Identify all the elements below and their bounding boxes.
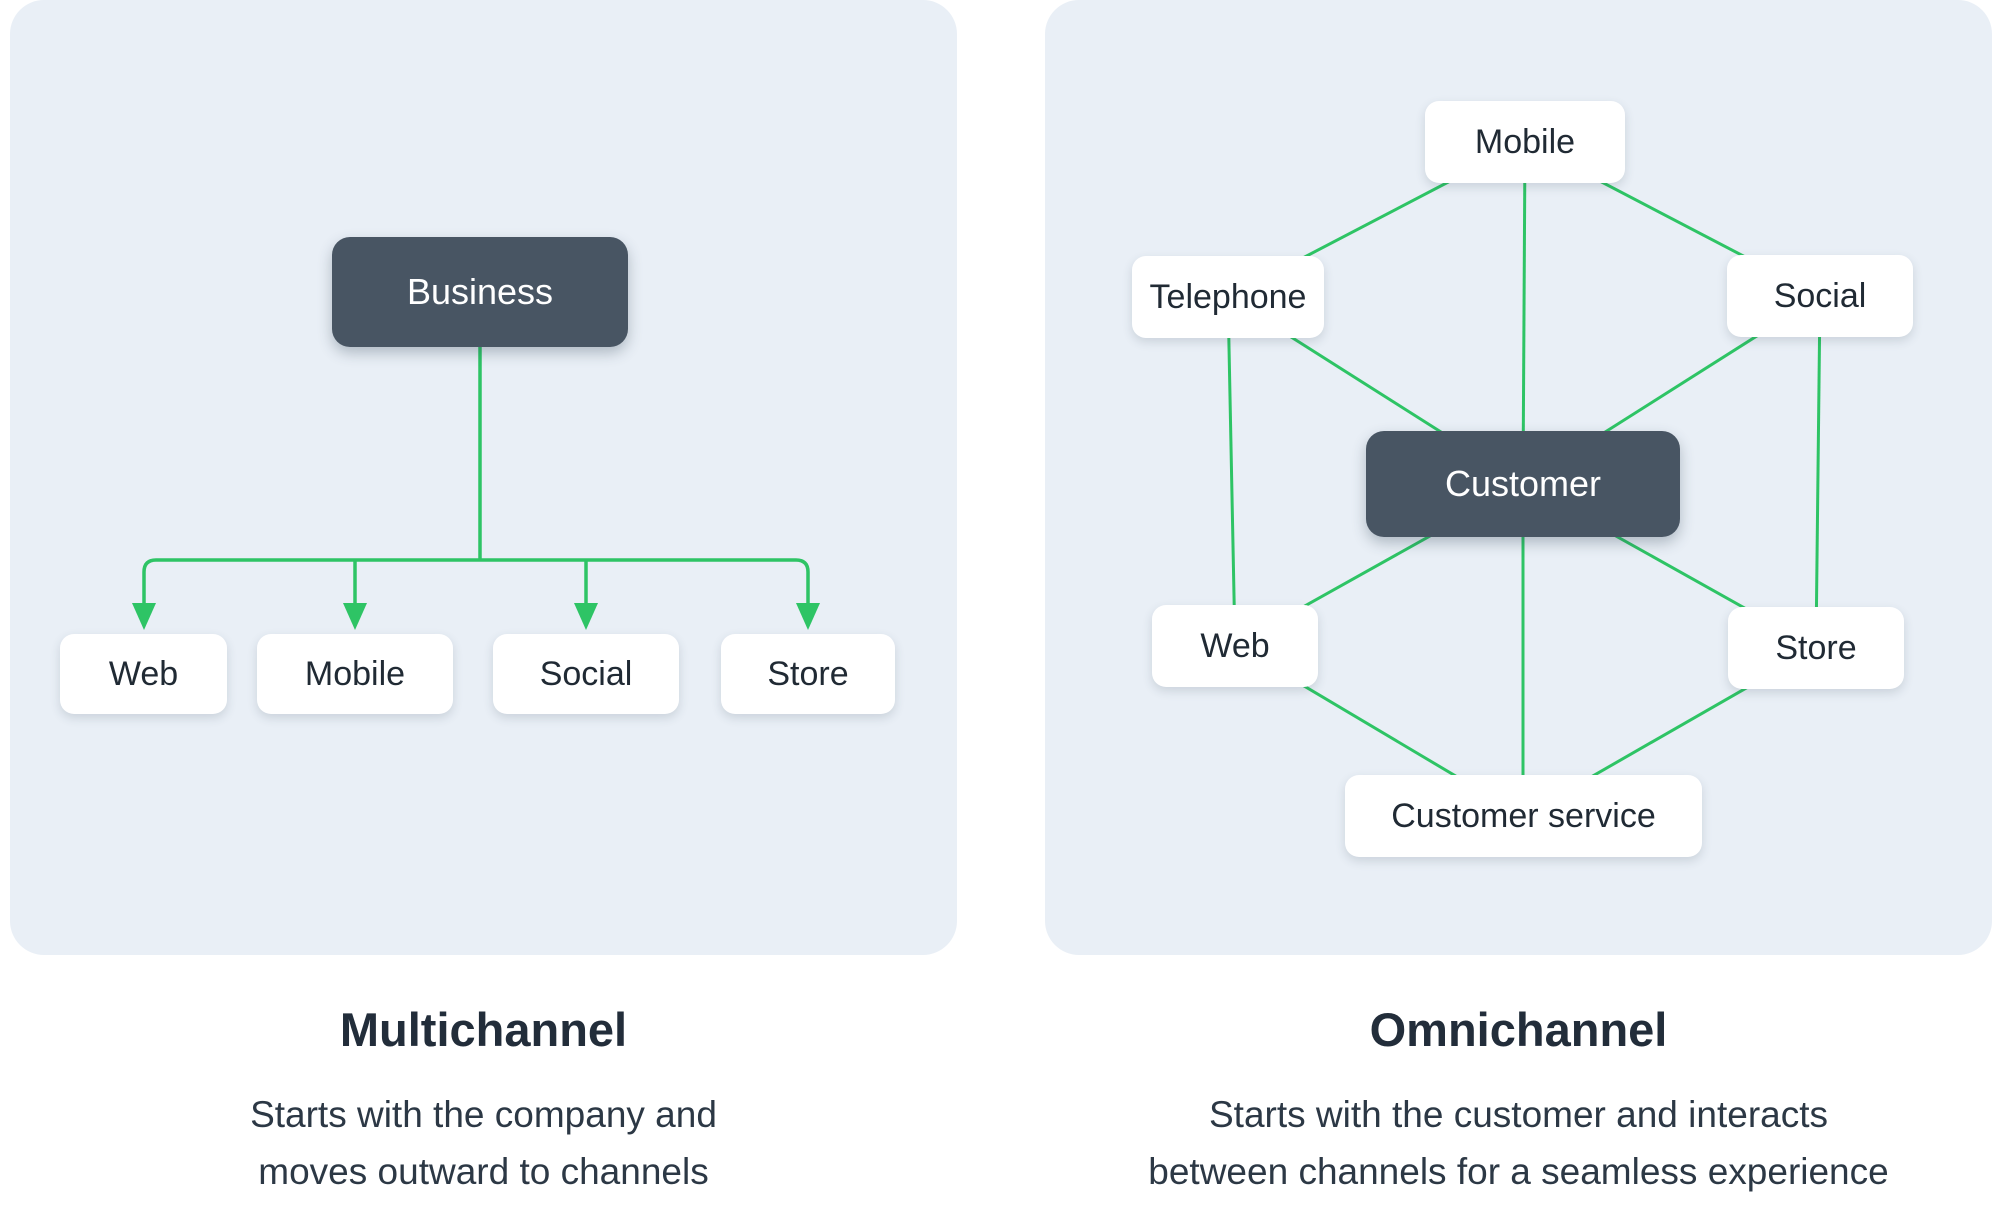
node-web-right: Web xyxy=(1152,605,1318,687)
multichannel-panel: Business Web Mobile Social Store xyxy=(10,0,957,955)
node-telephone: Telephone xyxy=(1132,256,1324,338)
omnichannel-title: Omnichannel xyxy=(1369,1003,1668,1056)
node-business: Business xyxy=(332,237,628,347)
node-mobile-left: Mobile xyxy=(257,634,453,714)
omnichannel-description-line1: Starts with the customer and interacts xyxy=(1209,1094,1828,1135)
arrowhead-web xyxy=(132,603,156,630)
multichannel-description-line2: moves outward to channels xyxy=(258,1151,709,1192)
arrowhead-mobile xyxy=(343,603,367,630)
node-customer: Customer xyxy=(1366,431,1680,537)
arrowhead-social xyxy=(574,603,598,630)
node-store-left: Store xyxy=(721,634,895,714)
multichannel-title: Multichannel xyxy=(339,1003,628,1056)
omnichannel-description: Starts with the customer and interacts be… xyxy=(1045,1086,1992,1200)
multichannel-description: Starts with the company and moves outward… xyxy=(10,1086,957,1200)
node-store-right: Store xyxy=(1728,607,1904,689)
multichannel-description-line1: Starts with the company and xyxy=(250,1094,717,1135)
omnichannel-description-line2: between channels for a seamless experien… xyxy=(1148,1151,1889,1192)
node-web-left: Web xyxy=(60,634,227,714)
edge-customer-mobile xyxy=(1521,141,1527,485)
node-social-right: Social xyxy=(1727,255,1913,337)
node-mobile-right: Mobile xyxy=(1425,101,1625,183)
node-social-left: Social xyxy=(493,634,679,714)
multichannel-tree-lines xyxy=(132,347,820,630)
edge-branch-bar xyxy=(142,558,810,606)
arrowhead-store xyxy=(796,603,820,630)
omnichannel-panel: Mobile Telephone Social Customer Web Sto… xyxy=(1045,0,1992,955)
node-customer-service: Customer service xyxy=(1345,775,1702,857)
edge-telephone-web xyxy=(1226,296,1237,646)
edge-social-store xyxy=(1814,295,1822,649)
